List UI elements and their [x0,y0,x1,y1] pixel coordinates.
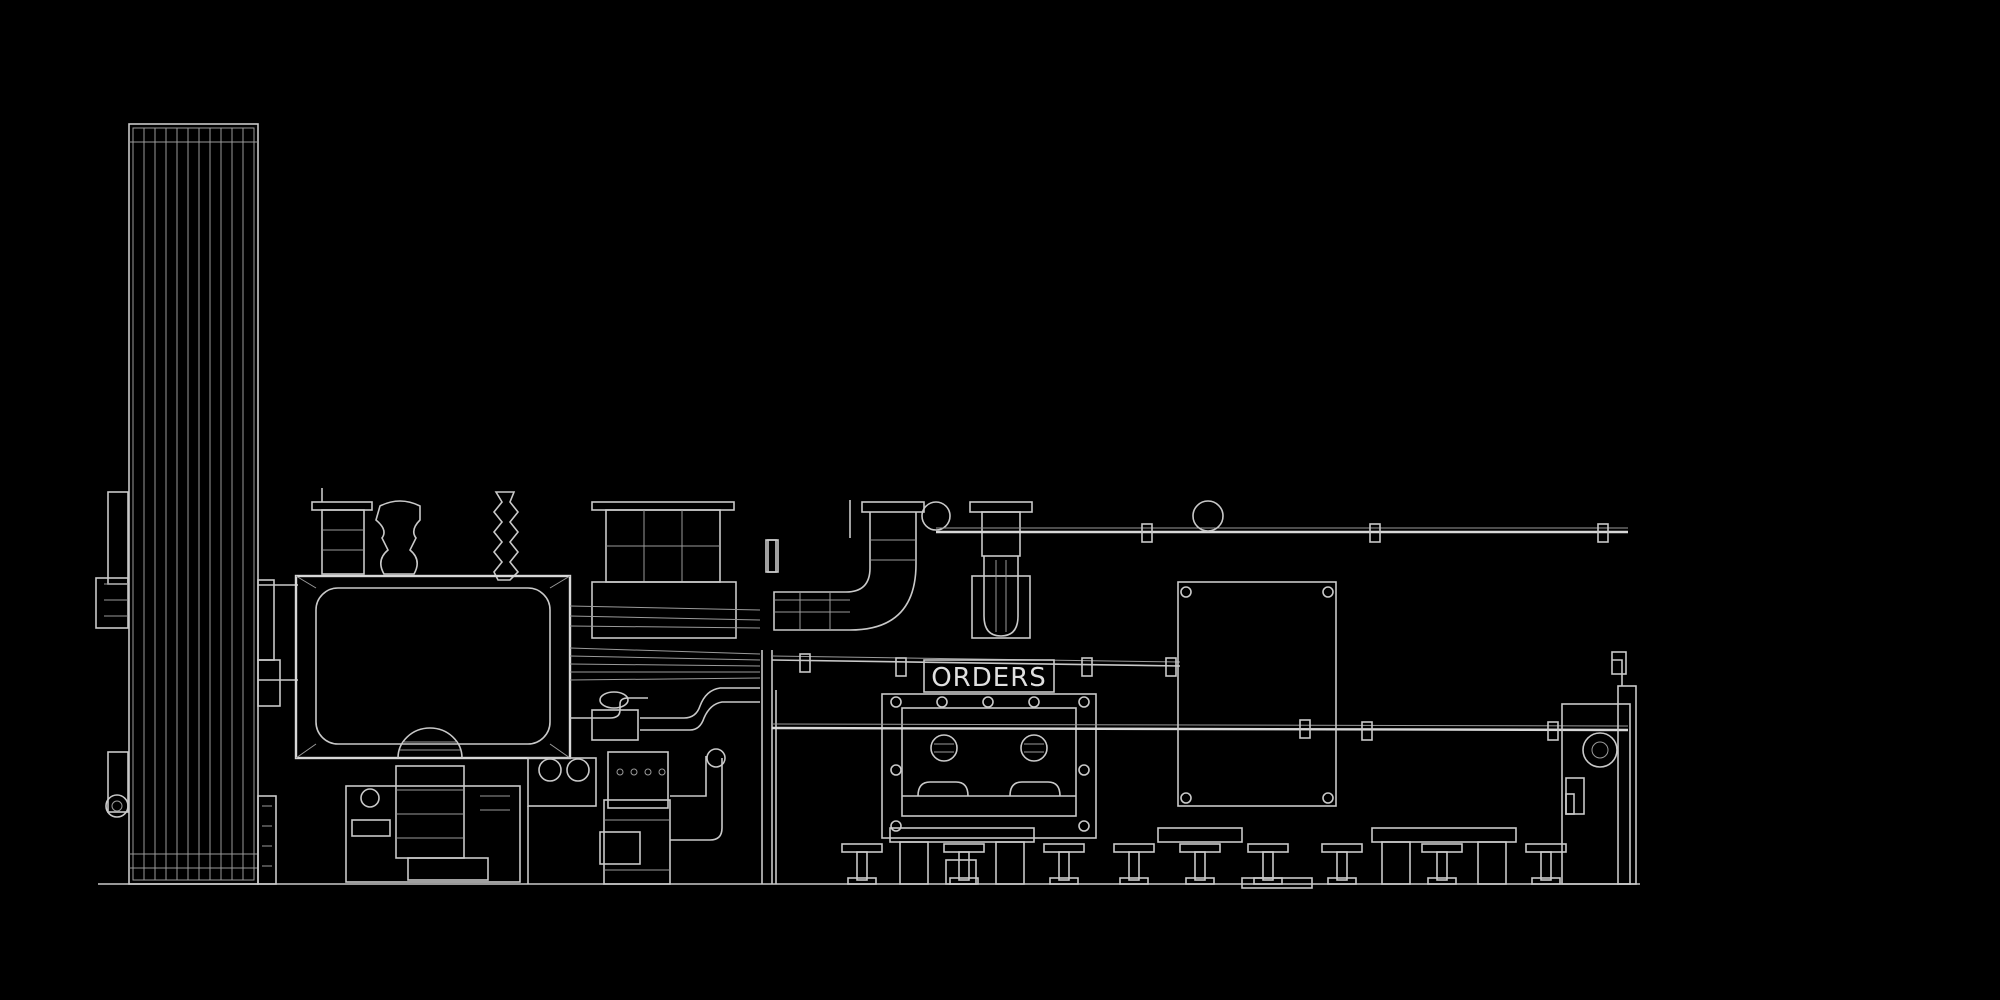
boiler-stacks [311,488,520,581]
stool-row [841,843,1567,885]
stool [1421,843,1463,885]
orders-sign: ORDERS [923,659,1055,693]
boiler-unit [294,574,572,760]
tower-side-valves [95,491,129,818]
stool [1525,843,1567,885]
tower-right-fittings [257,579,298,885]
counter [889,827,1517,889]
control-panel [527,757,597,884]
stool [1043,843,1085,885]
stool [841,843,883,885]
stool [1321,843,1363,885]
orders-sign-text: ORDERS [931,663,1047,693]
cable-bundle [569,647,761,681]
upper-pipe [936,500,1628,543]
middle-pipe [771,653,1181,677]
grid-tank-unit [569,501,777,639]
stool [1113,843,1155,885]
right-end-machine [1561,651,1637,885]
menu-board [1177,581,1337,807]
kitchen-window [881,693,1097,839]
stool [943,843,985,885]
hanging-heater [969,501,1033,639]
lower-pipe [771,719,1629,741]
stool [1247,843,1289,885]
stool [1179,843,1221,885]
elbow-duct [773,500,951,631]
pump-machine [345,765,521,883]
chimney-tower [128,123,259,885]
coil-tank [570,687,760,885]
diner-left-wall [761,539,779,884]
